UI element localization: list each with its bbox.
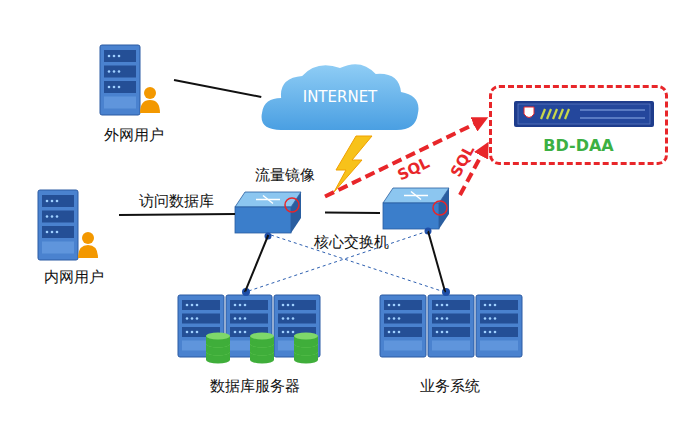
appliance-stripes (541, 109, 569, 119)
server-icon (476, 295, 522, 357)
network-link (174, 80, 261, 97)
database-icon (294, 333, 318, 364)
node-label: INTERNET (258, 87, 422, 107)
node-label: 业务系统 (371, 376, 529, 396)
appliance (514, 101, 654, 127)
node-label: BD-DAA (492, 136, 665, 156)
edge-label: SQL (392, 153, 433, 185)
network-link (325, 212, 380, 214)
database-icon (250, 333, 274, 364)
user-node: 外网用户 (94, 40, 174, 145)
node-label: 外网用户 (94, 125, 174, 145)
server-icon (428, 295, 474, 357)
switch-icon (235, 192, 301, 233)
switch-node: 核心交换机 (380, 180, 460, 255)
node-label: 核心交换机 (306, 232, 396, 252)
mirror-port-mark (433, 201, 447, 215)
user-node: 内网用户 (29, 185, 119, 285)
appliance-line (580, 118, 645, 119)
edge-label: 访问数据库 (137, 192, 216, 210)
switch-node: 流量镜像 (235, 165, 325, 235)
user-icon (78, 232, 98, 258)
server-icon (274, 295, 320, 357)
appliance-line (580, 110, 645, 111)
network-link (428, 231, 445, 292)
mirror-port-mark (285, 198, 299, 212)
edge-label: SQL (445, 141, 478, 182)
network-link (245, 235, 268, 292)
backup-link (245, 231, 428, 292)
node-label: 流量镜像 (245, 165, 325, 185)
database-icon (206, 333, 230, 364)
server-group-node: 数据库服务器 (171, 290, 339, 402)
server-icon (100, 45, 140, 115)
device-node: BD-DAA (489, 85, 668, 165)
appliance-shield (524, 107, 534, 118)
cloud-node: INTERNET (258, 60, 422, 134)
server-icon (38, 190, 78, 260)
node-label: 数据库服务器 (171, 376, 339, 396)
switch-icon (383, 188, 449, 229)
node-label: 内网用户 (29, 267, 119, 287)
server-icon (380, 295, 426, 357)
server-group-node: 业务系统 (371, 290, 529, 402)
network-link (119, 214, 235, 215)
sql-mirror-arrow (325, 119, 485, 197)
user-icon (140, 87, 160, 113)
appliance-face (518, 104, 650, 124)
